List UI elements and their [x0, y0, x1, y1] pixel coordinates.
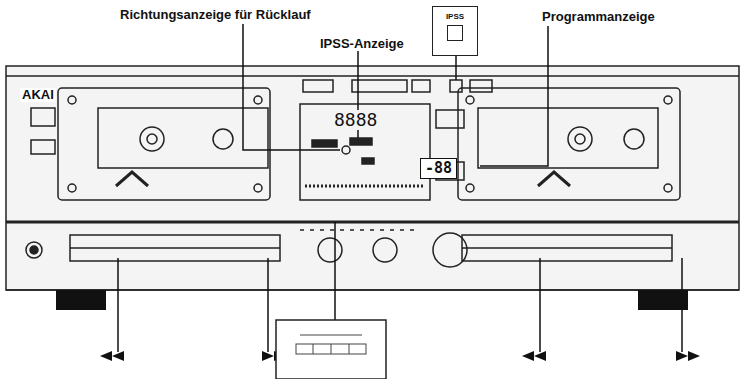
inset-box: IPSS — [432, 6, 478, 56]
program-display: -88 — [420, 158, 457, 179]
button-label: IPSS — [433, 12, 477, 21]
callout-label: Programmanzeige — [540, 10, 657, 24]
callout-label: IPSS-Anzeige — [318, 37, 406, 51]
brand-name: AKAI — [20, 88, 56, 102]
display-digits: 8888 — [332, 110, 379, 130]
callout-label: Richtungsanzeige für Rücklauf — [118, 8, 313, 22]
button-symbol — [447, 25, 463, 41]
